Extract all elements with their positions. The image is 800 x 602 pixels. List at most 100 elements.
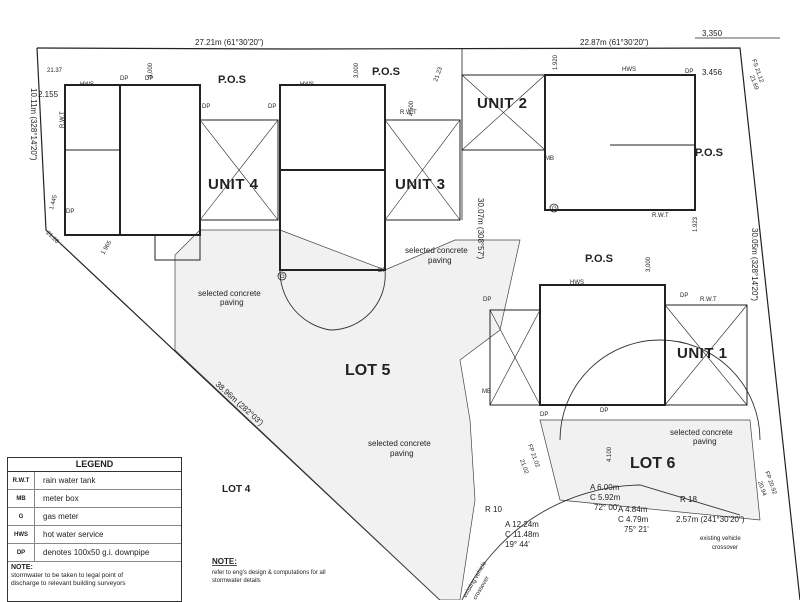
gas-meter-unit2: G [552, 206, 557, 212]
legend-box: LEGEND R.W.T rain water tank MB meter bo… [7, 457, 182, 602]
dim-top-right: 22.87m (61°30'20") [580, 38, 649, 47]
dim-3350: 3,350 [702, 29, 723, 38]
dim-mid: 30.07m (308°57') [476, 198, 485, 260]
pos-label-unit1: P.O.S [585, 253, 613, 265]
note-line-1: refer to eng's design & computations for… [212, 570, 326, 576]
arc2-angle: 72° 00' [594, 503, 619, 512]
legend-note: NOTE: stormwater to be taken to legal po… [8, 562, 181, 590]
dim-3000-b: 3,000 [354, 62, 360, 78]
legend-note-line-1: stormwater to be taken to legal point of [11, 572, 124, 579]
arc3-angle: 75° 21' [624, 525, 649, 534]
unit-1-label: UNIT 1 [677, 345, 728, 362]
unit-4-label: UNIT 4 [208, 176, 259, 193]
dim-left: 10.11m (328°14'20") [29, 88, 38, 161]
dp-7: DP [685, 69, 693, 75]
legend-symbol: MB [8, 490, 35, 507]
dp-6: DP [378, 268, 386, 274]
legend-row: DP denotes 100x50 g.i. downpipe [8, 544, 181, 562]
hws-unit2: HWS [622, 67, 636, 73]
dp-5: DP [268, 104, 276, 110]
legend-title: LEGEND [8, 458, 181, 472]
note-heading: NOTE: [212, 557, 237, 566]
note-line-2: stormwater details [212, 578, 261, 584]
pos-label-unit4: P.O.S [218, 74, 246, 86]
arc3-c: C 4.79m [618, 515, 649, 524]
level-2102: 21.02 [518, 459, 529, 476]
dp-9: DP [540, 412, 548, 418]
paving-label-2a: selected concrete [405, 246, 468, 255]
dp-11: DP [680, 293, 688, 299]
dim-4100: 4.100 [607, 446, 613, 462]
paving-label-3a: selected concrete [368, 439, 431, 448]
pos-label-unit2: P.O.S [695, 147, 723, 159]
legend-description: gas meter [43, 512, 79, 521]
arc2-c: C 5.92m [590, 493, 621, 502]
hws-unit3: HWS [300, 82, 314, 88]
dim-3456: 3.456 [702, 68, 723, 77]
legend-description: hot water service [43, 530, 104, 539]
hws-unit1: HWS [570, 280, 584, 286]
dim-1445: 1.445 [49, 194, 59, 211]
arc1-angle: 19° 44' [505, 540, 530, 549]
dp-4: DP [66, 209, 74, 215]
dim-1920: 1.920 [553, 54, 559, 70]
dp-2: DP [145, 76, 153, 82]
unit-1-plan [489, 284, 748, 406]
legend-symbol: G [8, 508, 35, 525]
rwt-unit4: R.W.T [60, 111, 66, 128]
dim-3000-a: 3,000 [148, 62, 154, 78]
level-fp-2102: FP 21.02 [526, 444, 540, 469]
crossover-right-2: crossover [712, 545, 738, 551]
legend-note-heading: NOTE: [11, 564, 33, 571]
paving-label-4b: paving [693, 437, 717, 446]
dim-3000-c: 3,000 [646, 256, 652, 272]
paving-label-4a: selected concrete [670, 428, 733, 437]
paving-label-2b: paving [428, 256, 452, 265]
unit-3-label: UNIT 3 [395, 176, 446, 193]
unit-2-label: UNIT 2 [477, 95, 528, 112]
rwt-unit1: R.W.T [700, 297, 717, 303]
mb-unit2: MB [545, 156, 554, 162]
dim-2155: 2.155 [38, 90, 59, 99]
arc1-a: A 12.24m [505, 520, 539, 529]
dim-bottom: 2.57m (241°30'20") [676, 515, 745, 524]
concrete-paving [174, 229, 761, 600]
arc2-a: A 6.00m [590, 483, 620, 492]
arc1-c: C 11.48m [505, 530, 539, 539]
paving-label-1b: paving [220, 298, 244, 307]
legend-symbol: DP [8, 544, 35, 561]
legend-description: denotes 100x50 g.i. downpipe [43, 548, 150, 557]
rwt-unit2: R.W.T [652, 213, 669, 219]
level-2123: 21.23 [433, 66, 444, 83]
dim-top-left: 27.21m (61°30'20") [195, 38, 264, 47]
dim-4500: 4,500 [409, 100, 415, 116]
arc-r18: R 18 [680, 495, 697, 504]
paving-label-1a: selected concrete [198, 289, 261, 298]
legend-row: MB meter box [8, 490, 181, 508]
legend-description: rain water tank [43, 476, 96, 485]
hws-unit4: HWS [80, 82, 94, 88]
gas-meter-icon [549, 203, 559, 213]
arc-r10: R 10 [485, 505, 502, 514]
lot-6-label: LOT 6 [630, 455, 675, 472]
level-2169: 21.69 [748, 75, 759, 92]
legend-symbol: R.W.T [8, 472, 35, 489]
legend-row: G gas meter [8, 508, 181, 526]
legend-row: HWS hot water service [8, 526, 181, 544]
unit-2-plan [461, 74, 696, 211]
arc3-a: A 4.84m [618, 505, 648, 514]
lot-5-label: LOT 5 [345, 362, 390, 379]
legend-symbol: HWS [8, 526, 35, 543]
level-2094: 20.94 [756, 481, 767, 498]
dim-1965: 1.965 [101, 239, 114, 256]
paving-label-3b: paving [390, 449, 414, 458]
driveway-arcs [279, 269, 761, 600]
lot-4-label: LOT 4 [222, 484, 251, 495]
mb-unit1: MB [482, 389, 491, 395]
dim-right: 30.05m (328°14'20") [750, 228, 759, 301]
rwt-unit3: R.W.T [400, 110, 417, 116]
gas-meter-unit3: G [280, 274, 285, 280]
gas-meter-icon [277, 271, 287, 281]
unit-3-plan [279, 84, 461, 271]
